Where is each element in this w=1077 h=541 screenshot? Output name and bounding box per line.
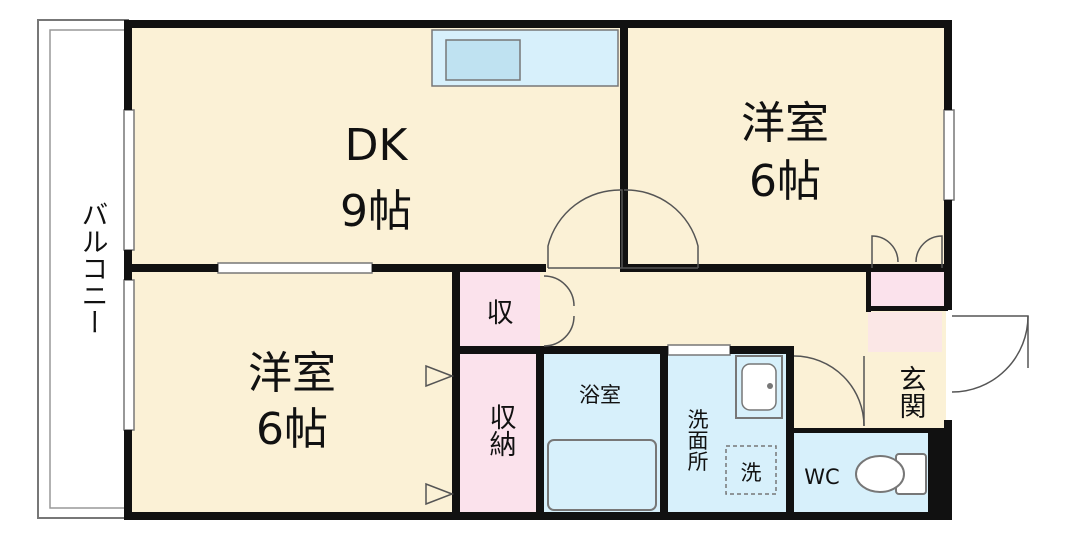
hallway-lower (790, 350, 866, 432)
storage-small (456, 272, 540, 350)
entrance-label: 玄関 (895, 365, 926, 419)
kitchen-counter (431, 29, 619, 87)
dk-size: 9帖 (340, 186, 412, 237)
toilet-label: WC (804, 465, 839, 489)
dk-name: DK (345, 120, 409, 171)
toilet-fixture (855, 453, 927, 495)
shoe-storage (866, 272, 946, 308)
bathtub (547, 439, 657, 511)
washer-label: 洗 (741, 461, 762, 485)
western-room-2 (130, 268, 456, 516)
wash-basin (735, 355, 783, 419)
walls (124, 20, 952, 520)
balcony (37, 19, 129, 519)
western-room-1 (624, 26, 948, 268)
closet-area (456, 350, 540, 516)
western-room-1-size: 6帖 (749, 156, 821, 207)
western-room-2-name: 洋室 (248, 348, 336, 399)
bathroom-label: 浴室 (579, 383, 621, 407)
washer-box (725, 445, 777, 495)
western-room-1-name: 洋室 (741, 98, 829, 149)
western-room-2-size: 6帖 (256, 404, 328, 455)
balcony-label: バルコニー (77, 201, 108, 336)
doors (425, 189, 1029, 506)
washroom-label: 洗面所 (685, 409, 709, 472)
closet-label: 収納 (485, 403, 517, 457)
entrance-step (868, 312, 942, 352)
storage-small-label: 収 (487, 298, 514, 329)
